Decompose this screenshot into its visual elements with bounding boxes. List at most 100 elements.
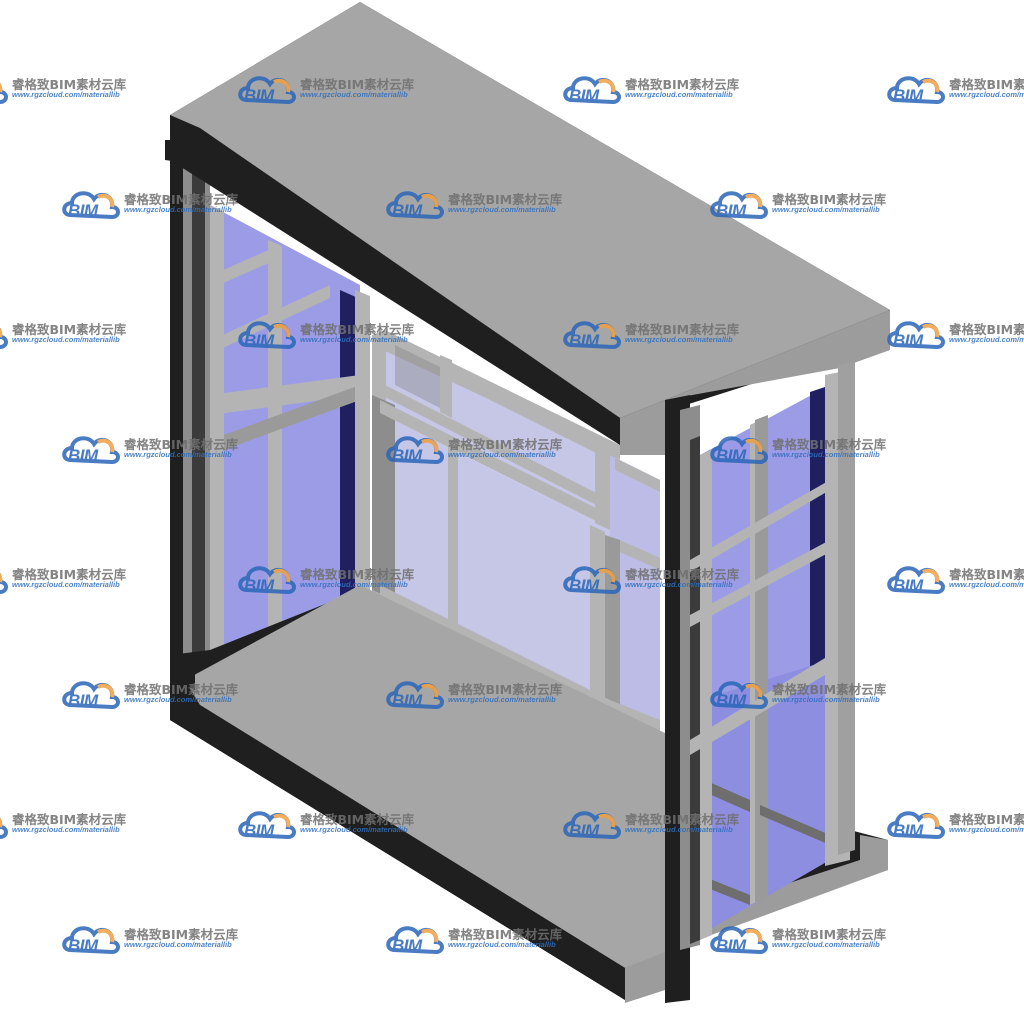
watermark-logo-text: BIM xyxy=(68,691,98,710)
watermark: BIM 睿格致BIM素材云库 www.rgzcloud.com/material… xyxy=(62,675,252,715)
watermark: BIM 睿格致BIM素材云库 www.rgzcloud.com/material… xyxy=(238,805,428,845)
watermark: BIM 睿格致BIM素材云库 www.rgzcloud.com/material… xyxy=(62,920,252,960)
watermark-title: 睿格致BIM素材云库 xyxy=(772,437,887,452)
watermark-url: www.rgzcloud.com/materiallib xyxy=(625,825,733,834)
cloud-logo-icon xyxy=(710,191,768,220)
watermark: BIM 睿格致BIM素材云库 www.rgzcloud.com/material… xyxy=(887,805,1024,845)
watermark-url: www.rgzcloud.com/materiallib xyxy=(448,695,556,704)
cloud-logo-icon xyxy=(62,681,120,710)
watermark: BIM 睿格致BIM素材云库 www.rgzcloud.com/material… xyxy=(62,430,252,470)
watermark: BIM 睿格致BIM素材云库 www.rgzcloud.com/material… xyxy=(0,315,140,355)
watermark-title: 睿格致BIM素材云库 xyxy=(448,437,563,452)
watermark: BIM 睿格致BIM素材云库 www.rgzcloud.com/material… xyxy=(563,560,753,600)
watermark: BIM 睿格致BIM素材云库 www.rgzcloud.com/material… xyxy=(887,560,1024,600)
watermark: BIM 睿格致BIM素材云库 www.rgzcloud.com/material… xyxy=(62,185,252,225)
watermark-title: 睿格致BIM素材云库 xyxy=(300,812,415,827)
watermark: BIM 睿格致BIM素材云库 www.rgzcloud.com/material… xyxy=(710,675,900,715)
watermark-title: 睿格致BIM素材云库 xyxy=(12,567,127,582)
watermark-title: 睿格致BIM素材云库 xyxy=(448,682,563,697)
watermark-title: 睿格致BIM素材云库 xyxy=(949,322,1024,337)
watermark: BIM 睿格致BIM素材云库 www.rgzcloud.com/material… xyxy=(238,560,428,600)
left-pier xyxy=(170,100,210,700)
watermark-logo-text: BIM xyxy=(716,446,746,465)
watermark-url: www.rgzcloud.com/materiallib xyxy=(772,450,880,459)
watermark-title: 睿格致BIM素材云库 xyxy=(625,322,740,337)
watermark-title: 睿格致BIM素材云库 xyxy=(12,77,127,92)
cloud-logo-icon xyxy=(563,321,621,350)
watermark-title: 睿格致BIM素材云库 xyxy=(124,682,239,697)
watermark-logo-text: BIM xyxy=(716,691,746,710)
cloud-logo-icon xyxy=(386,191,444,220)
watermark-title: 睿格致BIM素材云库 xyxy=(949,812,1024,827)
watermark-title: 睿格致BIM素材云库 xyxy=(12,812,127,827)
watermark-logo-text: BIM xyxy=(569,821,599,840)
watermark-url: www.rgzcloud.com/materiallib xyxy=(448,940,556,949)
watermark-url: www.rgzcloud.com/materiallib xyxy=(625,580,733,589)
watermark-logo-text: BIM xyxy=(893,821,923,840)
top-slab xyxy=(165,2,890,455)
cloud-logo-icon xyxy=(887,321,945,350)
watermark-url: www.rgzcloud.com/materiallib xyxy=(949,335,1024,344)
cloud-logo-icon xyxy=(386,681,444,710)
watermark: BIM 睿格致BIM素材云库 www.rgzcloud.com/material… xyxy=(563,70,753,110)
cloud-logo-icon xyxy=(62,191,120,220)
watermark-url: www.rgzcloud.com/materiallib xyxy=(772,695,880,704)
watermark-title: 睿格致BIM素材云库 xyxy=(772,927,887,942)
watermark-url: www.rgzcloud.com/materiallib xyxy=(12,90,120,99)
watermark-url: www.rgzcloud.com/materiallib xyxy=(12,825,120,834)
cloud-logo-icon xyxy=(238,811,296,840)
watermark: BIM 睿格致BIM素材云库 www.rgzcloud.com/material… xyxy=(0,805,140,845)
watermark-title: 睿格致BIM素材云库 xyxy=(12,322,127,337)
cloud-logo-icon xyxy=(887,76,945,105)
cloud-logo-icon xyxy=(563,76,621,105)
watermark: BIM 睿格致BIM素材云库 www.rgzcloud.com/material… xyxy=(710,185,900,225)
watermark-title: 睿格致BIM素材云库 xyxy=(448,927,563,942)
watermark-url: www.rgzcloud.com/materiallib xyxy=(12,335,120,344)
watermark-url: www.rgzcloud.com/materiallib xyxy=(300,90,408,99)
watermark-logo-text: BIM xyxy=(716,201,746,220)
watermark-url: www.rgzcloud.com/materiallib xyxy=(124,450,232,459)
watermark-url: www.rgzcloud.com/materiallib xyxy=(300,580,408,589)
cloud-logo-icon xyxy=(710,681,768,710)
watermark-logo-text: BIM xyxy=(392,446,422,465)
watermark-title: 睿格致BIM素材云库 xyxy=(949,567,1024,582)
watermark: BIM 睿格致BIM素材云库 www.rgzcloud.com/material… xyxy=(563,805,753,845)
watermark-url: www.rgzcloud.com/materiallib xyxy=(12,580,120,589)
watermark-url: www.rgzcloud.com/materiallib xyxy=(625,335,733,344)
cloud-logo-icon xyxy=(0,327,8,350)
watermark-title: 睿格致BIM素材云库 xyxy=(300,567,415,582)
cloud-logo-icon xyxy=(0,572,8,595)
cloud-logo-icon xyxy=(62,436,120,465)
watermark-logo-text: BIM xyxy=(68,446,98,465)
right-side-window xyxy=(690,362,855,940)
cloud-logo-icon xyxy=(563,811,621,840)
watermark-title: 睿格致BIM素材云库 xyxy=(949,77,1024,92)
watermark-title: 睿格致BIM素材云库 xyxy=(124,192,239,207)
watermark-url: www.rgzcloud.com/materiallib xyxy=(448,450,556,459)
watermark-url: www.rgzcloud.com/materiallib xyxy=(949,580,1024,589)
watermark-url: www.rgzcloud.com/materiallib xyxy=(625,90,733,99)
watermark: BIM 睿格致BIM素材云库 www.rgzcloud.com/material… xyxy=(386,430,576,470)
watermark-logo-text: BIM xyxy=(68,201,98,220)
watermark-logo-text: BIM xyxy=(716,936,746,955)
cloud-logo-icon xyxy=(238,76,296,105)
cloud-logo-icon xyxy=(710,436,768,465)
cloud-logo-icon xyxy=(238,566,296,595)
watermark-logo-text: BIM xyxy=(569,86,599,105)
watermark: BIM 睿格致BIM素材云库 www.rgzcloud.com/material… xyxy=(0,560,140,600)
watermark-title: 睿格致BIM素材云库 xyxy=(625,77,740,92)
cloud-logo-icon xyxy=(563,566,621,595)
watermark-title: 睿格致BIM素材云库 xyxy=(300,77,415,92)
watermark-title: 睿格致BIM素材云库 xyxy=(448,192,563,207)
cloud-logo-icon xyxy=(62,926,120,955)
cloud-logo-icon xyxy=(386,926,444,955)
front-window xyxy=(355,290,660,735)
watermark-title: 睿格致BIM素材云库 xyxy=(625,812,740,827)
watermark-url: www.rgzcloud.com/materiallib xyxy=(772,940,880,949)
cloud-logo-icon xyxy=(887,566,945,595)
watermark-logo-text: BIM xyxy=(893,576,923,595)
watermark: BIM 睿格致BIM素材云库 www.rgzcloud.com/material… xyxy=(386,185,576,225)
watermark: BIM 睿格致BIM素材云库 www.rgzcloud.com/material… xyxy=(238,315,428,355)
right-pier xyxy=(665,395,700,1003)
watermark-url: www.rgzcloud.com/materiallib xyxy=(949,825,1024,834)
